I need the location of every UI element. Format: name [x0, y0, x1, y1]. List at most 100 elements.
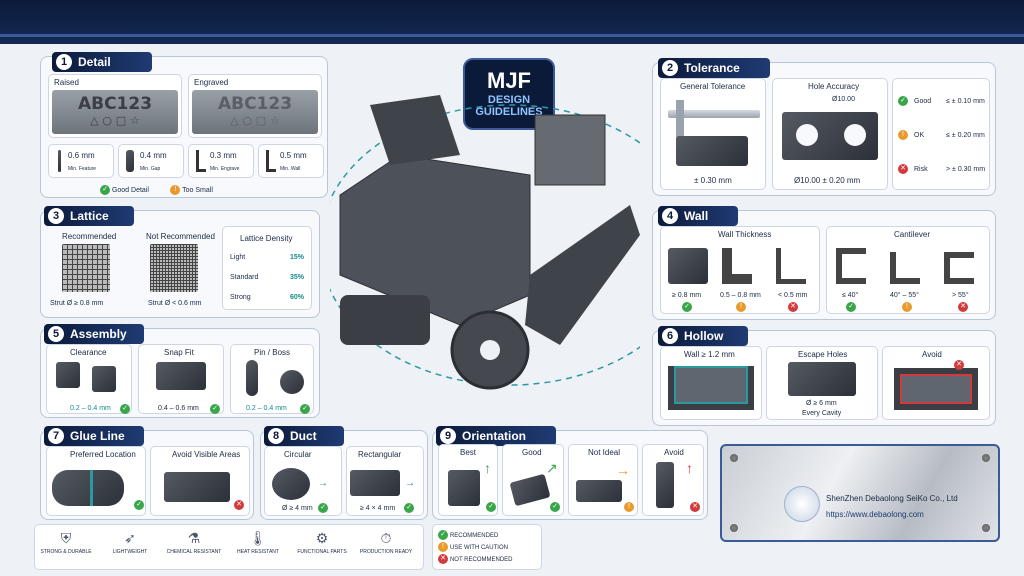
glue-line-header: 7 Glue Line	[44, 426, 144, 446]
company-logo	[784, 486, 820, 522]
feature-strong: ⛨STRONG & DURABLE	[36, 530, 96, 555]
tolerance-grades-card	[892, 78, 990, 190]
engraved-plate-text: ABC123	[217, 94, 293, 114]
arrow-up-icon-green: ↑	[484, 460, 491, 476]
company-plate: ShenZhen Debaolong SeiKo Co., Ltd https:…	[720, 444, 1000, 542]
tol-risk-label: Risk	[914, 166, 928, 173]
density-light-label: Light	[230, 254, 246, 261]
screw-icon-2	[982, 454, 990, 462]
screw-icon-1	[730, 454, 738, 462]
good-detail-label: Good Detail	[111, 186, 149, 194]
cant-value-3: > 55°	[952, 292, 969, 299]
feature-functional-label: FUNCTIONAL PARTS	[297, 549, 347, 555]
caliper-icon	[668, 110, 760, 118]
lattice-density-card	[222, 226, 312, 310]
min-wall-icon	[266, 150, 276, 172]
hollow-good-box	[668, 366, 754, 410]
mjf-badge: MJF DESIGN GUIDELINES	[463, 58, 555, 130]
arrow-diag-icon-green: ↗	[546, 460, 558, 476]
assembly-number: 5	[48, 326, 64, 342]
glue-line-title: Glue Line	[70, 429, 125, 443]
cantilever-mid-part	[890, 252, 920, 284]
feature-production-label: PRODUCTION READY	[359, 549, 413, 555]
orientation-not-ideal-part	[576, 480, 622, 502]
orientation-not-ideal-label: Not Ideal	[588, 448, 621, 457]
clearance-value: 0.2 – 0.4 mm	[70, 405, 111, 412]
hole-dimension: Ø10.00	[832, 96, 855, 103]
metric-value-4: 0.5 mm	[280, 151, 307, 160]
feature-heat-label: HEAT RESISTANT	[237, 549, 279, 555]
cant-2-warn-icon: !	[902, 302, 912, 312]
flow-arrow-icon-1: →	[318, 478, 328, 489]
pin-boss-check-icon: ✓	[300, 404, 310, 414]
metric-card-3	[188, 144, 254, 178]
screw-icon-4	[982, 524, 990, 532]
min-engrave-icon	[196, 150, 206, 172]
legend-check-icon: ✓	[438, 530, 448, 540]
escape-holes-value-2: Every Cavity	[802, 410, 842, 417]
rect-check-icon: ✓	[404, 503, 414, 513]
warning-icon: !	[170, 185, 181, 195]
cantilever-bad-part	[944, 252, 974, 284]
glue-line-number: 7	[48, 428, 64, 444]
pin-part	[246, 360, 258, 396]
metric-label-4: Min. Wall	[280, 166, 301, 172]
cant-3-cross-icon: ✕	[958, 302, 968, 312]
company-url[interactable]: https://www.debaolong.com	[826, 510, 924, 519]
snap-fit-label: Snap Fit	[164, 348, 194, 357]
orientation-title: Orientation	[462, 429, 527, 443]
metric-label-3: Min. Engrave	[210, 166, 240, 172]
detail-title: Detail	[78, 55, 111, 69]
tol-ok-icon: !	[898, 130, 908, 140]
orientation-number: 9	[440, 428, 456, 444]
tol-ok-value: ≤ ± 0.20 mm	[946, 132, 985, 139]
pin-boss-label: Pin / Boss	[254, 348, 291, 357]
raised-plate-text: ABC123	[77, 94, 153, 114]
top-banner	[0, 0, 1024, 44]
wall-3-cross-icon: ✕	[788, 302, 798, 312]
escape-holes-value: Ø ≥ 6 mm	[806, 400, 837, 407]
min-feature-icon	[58, 150, 61, 172]
too-small-label: Too Small	[182, 186, 213, 194]
escape-holes-label: Escape Holes	[798, 350, 848, 359]
lattice-density-title: Lattice Density	[240, 234, 293, 243]
pin-boss-value: 0.2 – 0.4 mm	[246, 405, 287, 412]
tolerance-block-part	[676, 136, 748, 166]
wall-thin-part	[776, 248, 806, 284]
hollow-avoid-label: Avoid	[922, 350, 942, 359]
hollow-bad-box	[894, 368, 978, 410]
cantilever-card	[826, 226, 990, 314]
flow-arrow-icon-2: →	[405, 478, 415, 489]
clearance-part-b	[92, 366, 116, 392]
rect-duct-part	[350, 470, 400, 496]
orientation-good-label: Good	[522, 448, 542, 457]
legend-recommended: ✓ RECOMMENDED	[438, 530, 498, 540]
min-gap-icon	[126, 150, 134, 172]
legend-warn-icon: !	[438, 542, 448, 552]
wall-thickness-label: Wall Thickness	[718, 230, 772, 239]
cantilever-label: Cantilever	[894, 230, 931, 239]
circular-duct-part	[272, 468, 310, 500]
cant-value-1: ≤ 40°	[842, 292, 859, 299]
orientation-avoid-part	[656, 462, 674, 508]
legend-not-recommended-label: NOT RECOMMENDED	[449, 556, 513, 563]
wall-title: Wall	[684, 209, 709, 223]
clearance-label: Clearance	[70, 348, 107, 357]
tol-risk-icon: ✕	[898, 164, 908, 174]
lattice-recommended-label: Recommended	[62, 232, 117, 241]
central-parts-illustration	[330, 95, 640, 390]
cant-1-check-icon: ✓	[846, 302, 856, 312]
wall-value-1: ≥ 0.8 mm	[672, 292, 702, 299]
clearance-part-a	[56, 362, 80, 388]
boss-part	[280, 370, 304, 394]
feature-strong-label: STRONG & DURABLE	[40, 549, 92, 555]
wall-2-warn-icon: !	[736, 302, 746, 312]
badge-subtitle-2: GUIDELINES	[475, 106, 543, 118]
